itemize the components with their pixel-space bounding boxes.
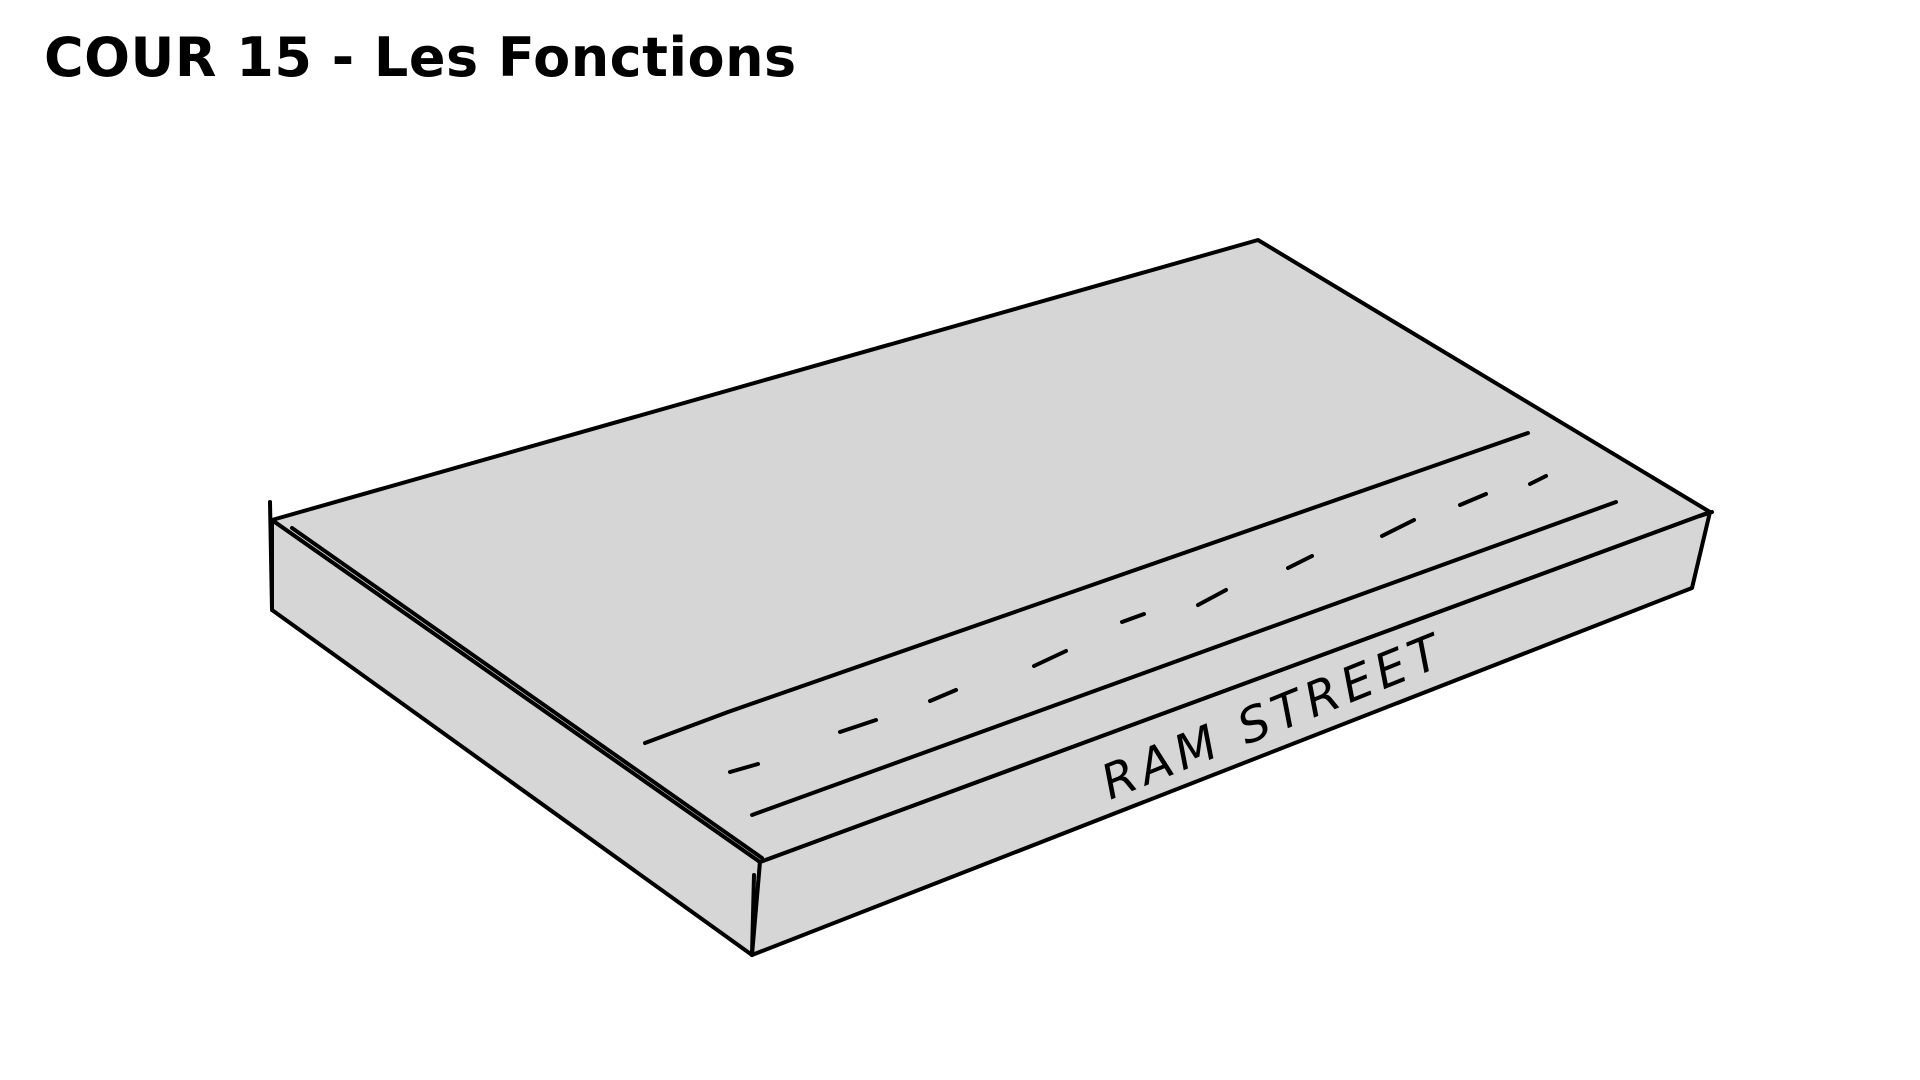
- dash-segment: [1286, 554, 1314, 570]
- corner-stroke-left: [268, 500, 274, 612]
- dash-segment: [1120, 612, 1146, 624]
- corner-stroke-right: [1698, 510, 1714, 518]
- dash-segment: [838, 718, 878, 734]
- corner-stroke-front: [750, 873, 756, 957]
- dashed-center-line: [728, 474, 1548, 774]
- dash-segment: [1196, 588, 1228, 607]
- dash-segment: [1528, 474, 1548, 486]
- inner-edge-stroke: [290, 526, 764, 860]
- lane-line-upper: [643, 431, 1530, 745]
- lane-line-lower: [750, 500, 1618, 817]
- dash-segment: [1380, 518, 1416, 538]
- dash-segment: [1032, 649, 1068, 668]
- dash-segment: [1458, 492, 1488, 507]
- road-top-surface: [270, 238, 1712, 864]
- dash-segment: [928, 688, 958, 703]
- slide-title: COUR 15 - Les Fonctions: [44, 26, 797, 89]
- dash-segment: [728, 762, 760, 774]
